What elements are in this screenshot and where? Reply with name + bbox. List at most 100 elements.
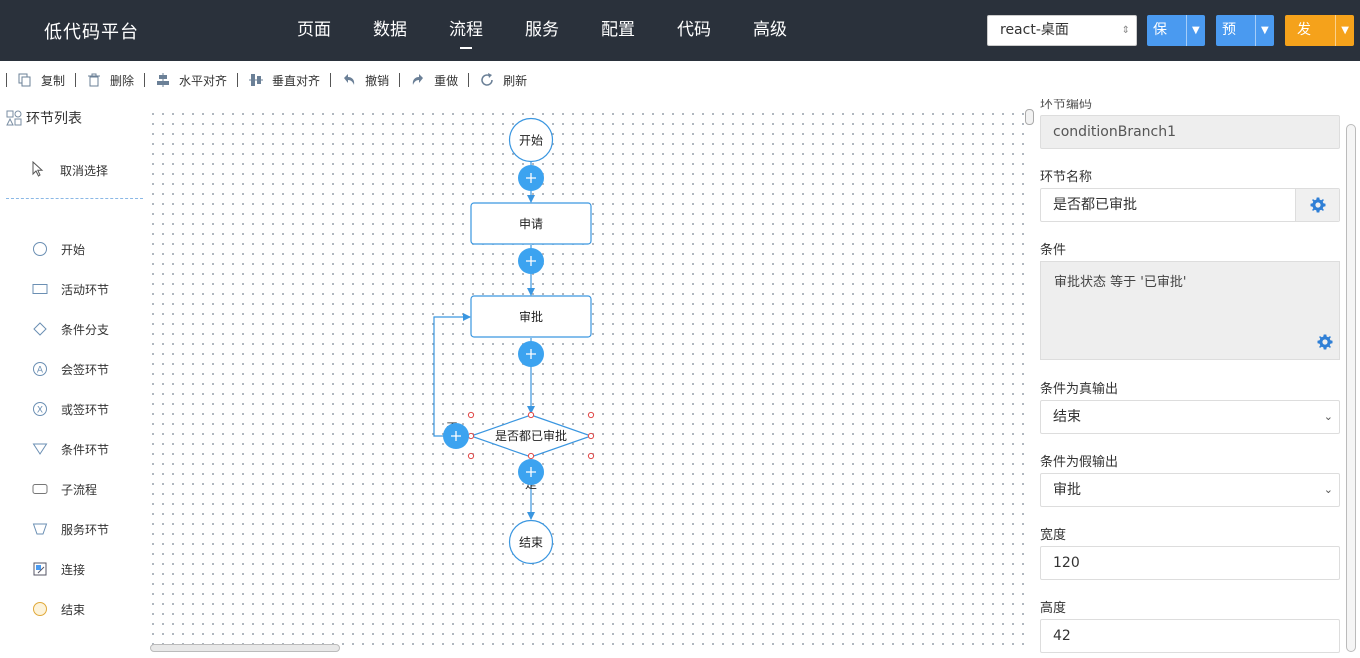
nav-flow[interactable]: 流程: [428, 0, 504, 61]
redo-icon: [410, 72, 426, 88]
cancel-select-button[interactable]: 取消选择: [32, 160, 108, 180]
node-end[interactable]: 结束: [508, 519, 554, 565]
delete-button[interactable]: 删除: [86, 72, 134, 89]
palette-item-label: 连接: [61, 562, 86, 577]
palette-item-condition[interactable]: 条件环节: [32, 429, 109, 469]
width-label: 宽度: [1040, 528, 1067, 543]
align-horizontal-button[interactable]: 水平对齐: [155, 72, 227, 89]
add-node-button[interactable]: [518, 459, 544, 485]
publish-dropdown-caret-icon[interactable]: ▼: [1335, 15, 1354, 46]
palette-item-label: 开始: [61, 242, 86, 257]
save-dropdown-caret-icon[interactable]: ▼: [1185, 15, 1205, 46]
canvas-horizontal-scrollbar[interactable]: [150, 644, 340, 652]
gear-icon[interactable]: [1317, 334, 1333, 354]
node-code-label: 环节编码: [1040, 99, 1093, 112]
nav-data[interactable]: 数据: [373, 20, 407, 40]
gear-icon[interactable]: [1295, 189, 1339, 221]
palette-item-condition-branch[interactable]: 条件分支: [32, 309, 109, 349]
canvas-vertical-scrollbar[interactable]: [1025, 109, 1034, 125]
palette-title-text: 环节列表: [26, 111, 82, 127]
refresh-icon: [479, 72, 495, 88]
palette-item-or-sign[interactable]: X 或签环节: [32, 389, 109, 429]
palette-item-label: 或签环节: [61, 402, 110, 417]
preview-button[interactable]: 预览: [1222, 22, 1236, 38]
palette-item-activity[interactable]: 活动环节: [32, 269, 109, 309]
node-condition[interactable]: 是否都已审批: [467, 411, 595, 460]
svg-text:X: X: [37, 406, 43, 416]
palette-item-label: 结束: [61, 602, 86, 617]
align-vertical-button[interactable]: 垂直对齐: [248, 72, 320, 89]
trash-icon: [86, 72, 102, 88]
nav-page[interactable]: 页面: [297, 20, 331, 40]
toolbar-divider: [330, 73, 332, 87]
palette-item-label: 子流程: [61, 482, 98, 497]
node-approve[interactable]: 审批: [470, 295, 592, 338]
svg-text:A: A: [37, 366, 44, 376]
node-approve-label: 审批: [519, 309, 543, 324]
palette-item-start[interactable]: 开始: [32, 229, 109, 269]
node-condition-label: 是否都已审批: [495, 428, 567, 443]
node-apply-label: 申请: [519, 217, 543, 231]
palette-item-subprocess[interactable]: 子流程: [32, 469, 109, 509]
copy-icon: [17, 72, 33, 88]
add-node-button[interactable]: [518, 341, 544, 367]
preview-dropdown-caret-icon[interactable]: ▼: [1254, 15, 1274, 46]
palette-item-countersign[interactable]: A 会签环节: [32, 349, 109, 389]
or-sign-icon: X: [32, 401, 48, 417]
true-output-select[interactable]: 结束 ⌄: [1040, 400, 1340, 434]
top-header: 低代码平台 页面 数据 流程 服务 配置 代码 高级 react-桌面 ⇕ 保存…: [0, 0, 1360, 61]
preview-split-button: 预览 ▼: [1216, 15, 1274, 46]
align-horizontal-icon: [155, 72, 171, 88]
save-button[interactable]: 保存: [1153, 22, 1167, 38]
node-end-label: 结束: [519, 536, 543, 550]
palette-item-end[interactable]: 结束: [32, 589, 109, 629]
width-field[interactable]: 120: [1040, 546, 1340, 580]
env-select[interactable]: react-桌面 ⇕: [987, 15, 1137, 46]
palette-item-label: 条件分支: [61, 322, 110, 337]
subprocess-icon: [32, 481, 48, 497]
refresh-button[interactable]: 刷新: [479, 72, 527, 89]
shapes-icon: [6, 110, 22, 126]
main-nav: 页面 数据 流程 服务 配置 代码 高级: [276, 0, 808, 61]
nav-advanced[interactable]: 高级: [753, 20, 787, 40]
node-start[interactable]: 开始: [508, 117, 554, 163]
chevron-updown-icon: ⇕: [1121, 25, 1130, 36]
chevron-down-icon: ⌄: [1323, 410, 1333, 423]
properties-panel: 环节编码 conditionBranch1 环节名称 是否都已审批 条件 审批状…: [1040, 99, 1340, 658]
add-node-button[interactable]: [443, 423, 469, 449]
palette-item-label: 条件环节: [61, 442, 110, 457]
node-apply[interactable]: 申请: [470, 202, 592, 245]
undo-icon: [341, 72, 357, 88]
triangle-down-icon: [32, 441, 48, 457]
palette-item-label: 服务环节: [61, 522, 110, 537]
toolbar-divider: [237, 73, 239, 87]
nav-service[interactable]: 服务: [525, 20, 559, 40]
palette-item-connect[interactable]: 连接: [32, 549, 109, 589]
nav-code[interactable]: 代码: [677, 20, 711, 40]
add-node-button[interactable]: [518, 248, 544, 274]
redo-button[interactable]: 重做: [410, 72, 458, 89]
node-code-field: conditionBranch1: [1040, 115, 1340, 149]
properties-scrollbar[interactable]: [1346, 124, 1356, 652]
node-name-field[interactable]: 是否都已审批: [1040, 188, 1340, 222]
palette-title: 环节列表: [6, 108, 82, 128]
nav-config[interactable]: 配置: [601, 20, 635, 40]
publish-button[interactable]: 发布: [1297, 22, 1311, 38]
publish-split-button: 发布 ▼: [1285, 15, 1354, 46]
add-node-button[interactable]: [518, 165, 544, 191]
save-split-button: 保存 ▼: [1147, 15, 1205, 46]
edge-condition-approve-loop: [433, 313, 471, 437]
toolbar-divider: [399, 73, 401, 87]
palette-item-service[interactable]: 服务环节: [32, 509, 109, 549]
node-start-label: 开始: [519, 134, 543, 148]
copy-button[interactable]: 复制: [17, 72, 65, 89]
selection-handles[interactable]: [467, 411, 595, 460]
align-horizontal-label: 水平对齐: [179, 73, 228, 88]
flow-canvas[interactable]: 开始 申请 审批 是否都已审批 是 否 结束: [147, 108, 1027, 648]
false-output-label: 条件为假输出: [1040, 455, 1119, 470]
undo-button[interactable]: 撤销: [341, 72, 389, 89]
height-field[interactable]: 42: [1040, 619, 1340, 653]
refresh-label: 刷新: [503, 73, 528, 88]
false-output-value: 审批: [1053, 482, 1081, 498]
false-output-select[interactable]: 审批 ⌄: [1040, 473, 1340, 507]
